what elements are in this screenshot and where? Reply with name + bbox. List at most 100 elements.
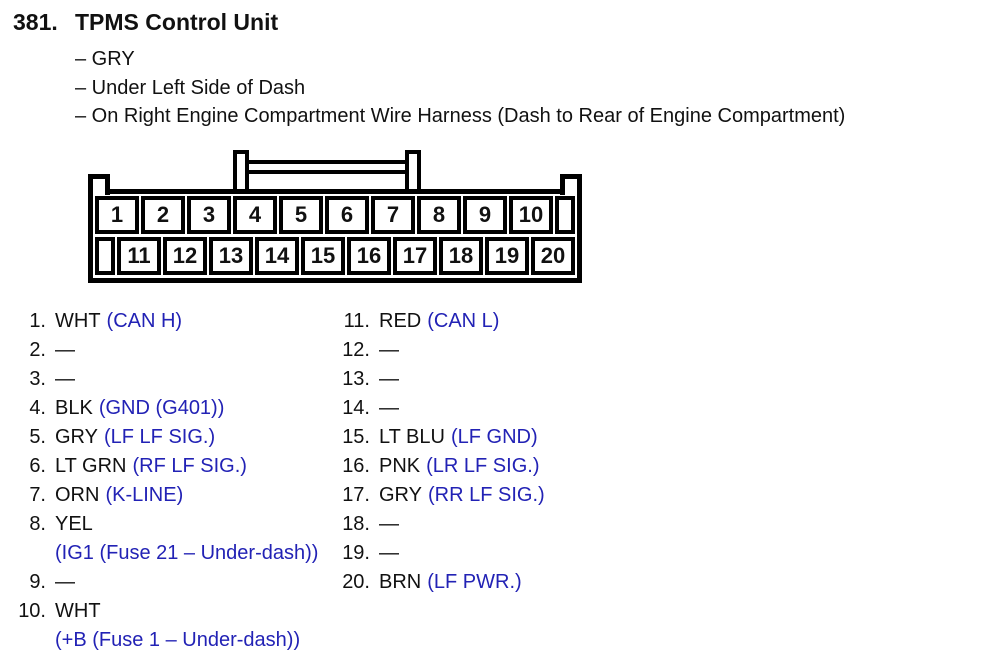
wire-color: —: [379, 541, 399, 564]
pin-number: 5.: [29, 425, 46, 448]
connector-pin-3: 3: [187, 195, 231, 234]
pin-row-8: 8. YEL (IG1 (Fuse 21 – Under-dash)): [13, 510, 337, 568]
latch-post-left: [233, 149, 249, 190]
wire-color: GRY: [379, 483, 422, 506]
pinout-list: 1. WHT(CAN H) 2. — 3. — 4. BLK(GND (G401…: [13, 307, 990, 655]
connector-pin-7: 7: [371, 195, 415, 234]
note-harness: – On Right Engine Compartment Wire Harne…: [75, 105, 846, 127]
pin-row-9: 9. —: [13, 568, 337, 597]
note-location: – Under Left Side of Dash: [75, 76, 306, 99]
signal-label: (CAN L): [427, 309, 500, 332]
pin-number: 18.: [342, 512, 370, 535]
connector-pin-19: 19: [485, 236, 529, 275]
wire-color: —: [379, 367, 399, 390]
pin-number: 14.: [342, 396, 370, 419]
pin-row-3: 3. —: [13, 365, 337, 394]
connector-row-top: 1 2 3 4 5 6 7 8 9 10: [95, 195, 575, 234]
pin-number: 17.: [342, 483, 370, 506]
connector-pin-6: 6: [325, 195, 369, 234]
pin-desc: GRY(RR LF SIG.): [379, 481, 545, 510]
pin-desc: BRN(LF PWR.): [379, 568, 522, 597]
wire-color: —: [55, 338, 75, 361]
wire-color: —: [379, 512, 399, 535]
connector-pin-14: 14: [255, 236, 299, 275]
wire-color: LT GRN: [55, 454, 127, 477]
pin-number: 3.: [29, 367, 46, 390]
pin-desc: LT GRN(RF LF SIG.): [55, 452, 247, 481]
connector-pin-17: 17: [393, 236, 437, 275]
pin-desc: —: [379, 336, 399, 365]
pin-desc: YEL (IG1 (Fuse 21 – Under-dash)): [55, 510, 318, 568]
signal-label: (GND (G401)): [98, 396, 225, 419]
pin-desc: GRY(LF LF SIG.): [55, 423, 215, 452]
page-title: 381. TPMS Control Unit: [0, 0, 990, 36]
pin-row-6: 6. LT GRN(RF LF SIG.): [13, 452, 337, 481]
pin-row-7: 7. ORN(K-LINE): [13, 481, 337, 510]
wire-color: —: [379, 338, 399, 361]
wire-color: RED: [379, 309, 422, 332]
corner-tab-left: [88, 173, 110, 195]
pin-number: 2.: [29, 338, 46, 361]
connector-pin-11: 11: [117, 236, 161, 275]
pin-desc: LT BLU(LF GND): [379, 423, 538, 452]
pin-number: 15.: [342, 425, 370, 448]
wire-color: WHT: [55, 309, 101, 332]
corner-tab-right: [560, 173, 582, 195]
pin-desc: —: [55, 365, 75, 394]
pin-number: 10.: [18, 599, 46, 622]
latch-bar: [244, 159, 410, 174]
pin-row-12: 12. —: [337, 336, 545, 365]
wire-color: GRY: [55, 425, 98, 448]
signal-label: (LR LF SIG.): [426, 454, 540, 477]
signal-label: (LF LF SIG.): [103, 425, 216, 448]
note-connector-color: – GRY: [75, 48, 135, 70]
wire-color: ORN: [55, 483, 100, 506]
pin-number: 11.: [343, 309, 370, 332]
pin-row-2: 2. —: [13, 336, 337, 365]
pinout-column-right: 11. RED(CAN L) 12. — 13. — 14. — 15. LT …: [337, 307, 545, 655]
pin-desc: —: [55, 568, 75, 597]
wire-color: —: [55, 570, 75, 593]
pin-number: 8.: [29, 512, 46, 535]
connector-pin-1: 1: [95, 195, 139, 234]
connector-pin-20: 20: [531, 236, 575, 275]
section-number: 381.: [13, 9, 58, 35]
pin-row-5: 5. GRY(LF LF SIG.): [13, 423, 337, 452]
pin-row-4: 4. BLK(GND (G401)): [13, 394, 337, 423]
signal-label: (IG1 (Fuse 21 – Under-dash)): [55, 541, 319, 564]
pin-row-17: 17. GRY(RR LF SIG.): [337, 481, 545, 510]
pin-number: 7.: [29, 483, 46, 506]
pin-desc: WHT(CAN H): [55, 307, 182, 336]
connector-pin-8: 8: [417, 195, 461, 234]
connector-pin-16: 16: [347, 236, 391, 275]
connector-body: 1 2 3 4 5 6 7 8 9 10 11 12 13 14 15 16 1…: [88, 188, 582, 283]
pin-desc: —: [379, 539, 399, 568]
pin-desc: —: [379, 394, 399, 423]
pin-desc: BLK(GND (G401)): [55, 394, 224, 423]
pin-number: 6.: [29, 454, 46, 477]
pin-number: 1.: [29, 309, 46, 332]
connector-pin-5: 5: [279, 195, 323, 234]
pin-number: 20.: [342, 570, 370, 593]
wire-color: WHT: [55, 599, 101, 622]
connector-pin-10: 10: [509, 195, 553, 234]
wire-color: PNK: [379, 454, 421, 477]
wire-color: —: [55, 367, 75, 390]
signal-label: (LF GND): [450, 425, 538, 448]
pin-number: 13.: [342, 367, 370, 390]
pin-row-19: 19. —: [337, 539, 545, 568]
latch-post-right: [405, 149, 421, 190]
connector-pin-18: 18: [439, 236, 483, 275]
pin-desc: WHT (+B (Fuse 1 – Under-dash)): [55, 597, 300, 655]
connector-pin-4: 4: [233, 195, 277, 234]
signal-label: (RF LF SIG.): [132, 454, 247, 477]
connector-pin-9: 9: [463, 195, 507, 234]
pin-row-15: 15. LT BLU(LF GND): [337, 423, 545, 452]
pin-desc: PNK(LR LF SIG.): [379, 452, 539, 481]
pin-number: 12.: [342, 338, 370, 361]
location-notes: – GRY – Under Left Side of Dash – On Rig…: [75, 45, 990, 131]
pin-desc: RED(CAN L): [379, 307, 499, 336]
pin-number: 16.: [342, 454, 370, 477]
connector-blank-cell-bottom: [95, 236, 115, 275]
wire-color: BRN: [379, 570, 422, 593]
